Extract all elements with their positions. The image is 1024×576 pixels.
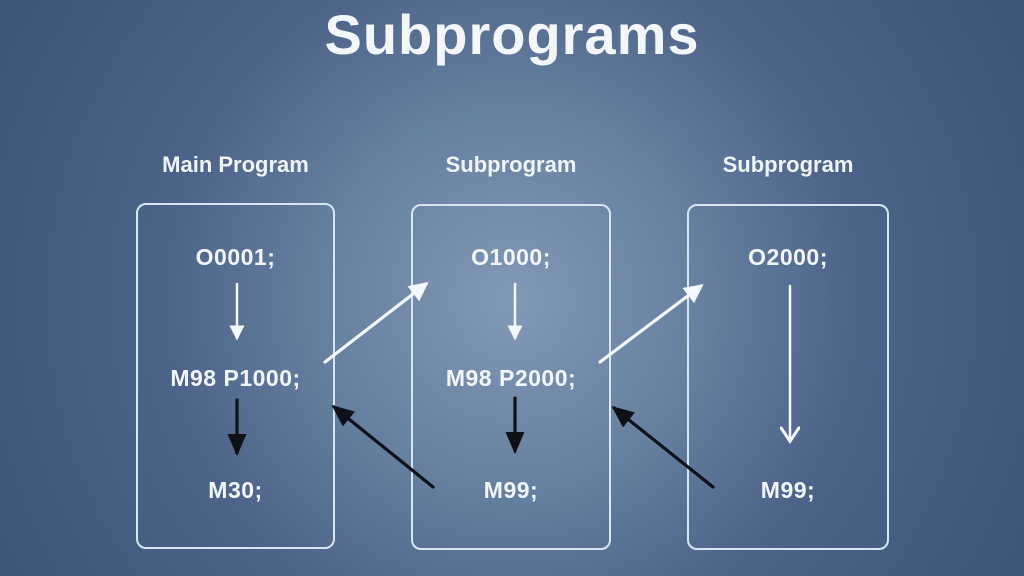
code-main-m30: M30; xyxy=(208,477,263,503)
arrow-call-sub1-to-sub2 xyxy=(598,284,704,364)
code-sub1-o1000: O1000; xyxy=(471,244,551,270)
code-sub1-m99: M99; xyxy=(483,477,539,503)
subprogram-2-box xyxy=(687,204,889,550)
diagram-title: Subprograms xyxy=(324,3,700,66)
code-sub2-m99: M99; xyxy=(760,477,816,503)
column-label-subprogram-1: Subprogram xyxy=(445,152,577,177)
code-main-m98-p1000: M98 P1000; xyxy=(170,365,301,391)
column-label-main-program: Main Program xyxy=(162,152,309,177)
main-program-box xyxy=(136,203,335,549)
code-sub1-m98-p2000: M98 P2000; xyxy=(445,365,577,391)
code-main-o0001: O0001; xyxy=(195,244,276,270)
subprogram-1-box xyxy=(411,204,611,550)
column-label-subprogram-2: Subprogram xyxy=(722,152,854,177)
code-sub2-o2000: O2000; xyxy=(748,244,828,270)
